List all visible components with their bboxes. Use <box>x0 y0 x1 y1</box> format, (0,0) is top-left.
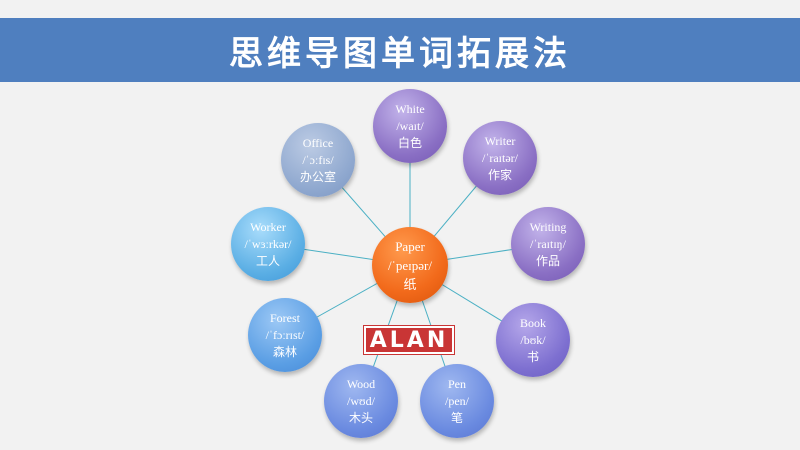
node-pen: Pen /pen/ 笔 <box>420 364 494 438</box>
node-phonetic: /waɪt/ <box>396 118 424 133</box>
node-meaning: 作家 <box>487 167 512 182</box>
node-worker: Worker /ˈwɜːrkər/ 工人 <box>231 207 305 281</box>
title-bar: 思维导图单词拓展法 <box>0 18 800 82</box>
center-phonetic: /ˈpeɪpər/ <box>387 257 433 273</box>
node-word: White <box>395 101 425 116</box>
node-word: Forest <box>270 310 300 325</box>
node-forest: Forest /ˈfɔːrɪst/ 森林 <box>248 298 322 372</box>
alan-logo: ALAN <box>364 326 454 354</box>
node-meaning: 笔 <box>450 410 463 425</box>
node-word: Wood <box>346 376 376 391</box>
node-word: Writing <box>529 219 567 234</box>
node-word: Worker <box>250 219 286 234</box>
node-phonetic: /ˈraɪtɪŋ/ <box>530 236 566 251</box>
node-meaning: 森林 <box>272 344 297 359</box>
node-word: Pen <box>448 376 466 391</box>
node-phonetic: /ˈwɜːrkər/ <box>244 236 292 251</box>
node-phonetic: /ˈɔːfɪs/ <box>302 152 334 167</box>
node-book: Book /bʊk/ 书 <box>496 303 570 377</box>
node-white: White /waɪt/ 白色 <box>373 89 447 163</box>
node-meaning: 工人 <box>255 253 280 268</box>
node-phonetic: /ˈraɪtər/ <box>482 150 518 165</box>
node-wood: Wood /wʊd/ 木头 <box>324 364 398 438</box>
node-phonetic: /bʊk/ <box>520 332 546 347</box>
node-writing: Writing /ˈraɪtɪŋ/ 作品 <box>511 207 585 281</box>
node-meaning: 作品 <box>535 253 560 268</box>
center-word: Paper <box>395 238 425 254</box>
node-phonetic: /wʊd/ <box>347 393 375 408</box>
center-node: Paper /ˈpeɪpər/ 纸 <box>372 227 448 303</box>
node-word: Office <box>302 135 334 150</box>
node-meaning: 白色 <box>397 135 422 150</box>
node-word: Writer <box>484 133 516 148</box>
node-meaning: 木头 <box>348 410 373 425</box>
center-meaning: 纸 <box>403 276 417 292</box>
node-office: Office /ˈɔːfɪs/ 办公室 <box>281 123 355 197</box>
page-title: 思维导图单词拓展法 <box>229 33 571 74</box>
node-word: Book <box>519 315 546 330</box>
node-writer: Writer /ˈraɪtər/ 作家 <box>463 121 537 195</box>
node-meaning: 书 <box>526 349 539 364</box>
node-phonetic: /ˈfɔːrɪst/ <box>265 327 305 342</box>
node-phonetic: /pen/ <box>445 393 469 408</box>
node-meaning: 办公室 <box>299 169 336 184</box>
